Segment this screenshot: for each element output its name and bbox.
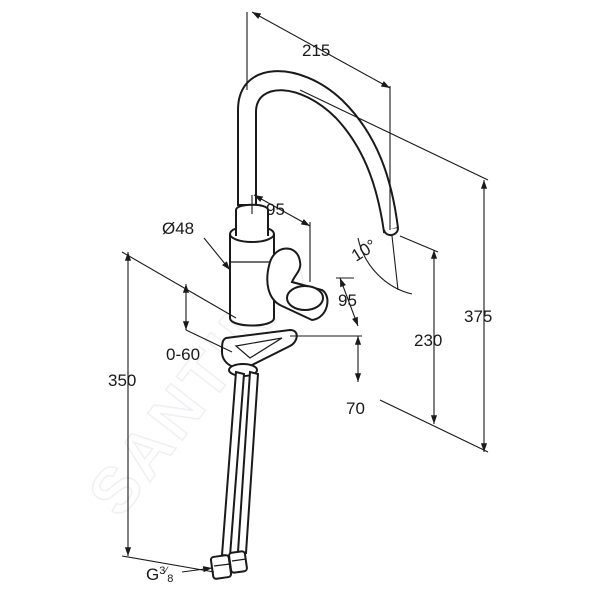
dim-handle-offset: 95	[251, 194, 311, 282]
thread-prefix: G	[146, 565, 159, 584]
dim-base-depth-label: 70	[346, 399, 365, 418]
thread-denominator: 8	[167, 573, 173, 585]
dim-handle-depth: 95	[336, 277, 359, 327]
thread-numerator: 3	[159, 565, 165, 577]
dim-total-height-label: 375	[464, 307, 492, 326]
dim-spout-height: 230	[399, 235, 442, 424]
dim-handle-offset-label: 95	[266, 200, 285, 219]
faucet	[209, 70, 400, 580]
dim-top-width-label: 215	[302, 41, 330, 60]
dim-base-depth: 70	[290, 335, 365, 418]
hose-right	[236, 370, 260, 555]
dim-deck-thickness-label: 0-60	[166, 345, 200, 364]
dim-spout-angle-label: 10°	[348, 236, 380, 266]
dim-total-height: 375	[299, 89, 492, 453]
dim-top-width: 215	[246, 11, 391, 230]
dim-thread: G3⁄8	[146, 565, 213, 585]
dim-deck-thickness: 0-60	[166, 284, 233, 364]
hose-fitting-right	[228, 550, 248, 574]
dim-handle-depth-label: 95	[338, 291, 357, 310]
hose-fitting-left	[209, 554, 233, 580]
dim-hose-length-label: 350	[108, 371, 136, 390]
dim-spout-height-label: 230	[414, 331, 442, 350]
dim-body-diameter-label: Ø48	[162, 219, 194, 238]
svg-text:G3⁄8: G3⁄8	[146, 565, 173, 585]
spout-tip	[383, 227, 399, 236]
dim-spout-angle: 10°	[348, 236, 413, 295]
dim-hose-length: 350	[108, 251, 237, 573]
dim-body-diameter: Ø48	[162, 219, 231, 271]
